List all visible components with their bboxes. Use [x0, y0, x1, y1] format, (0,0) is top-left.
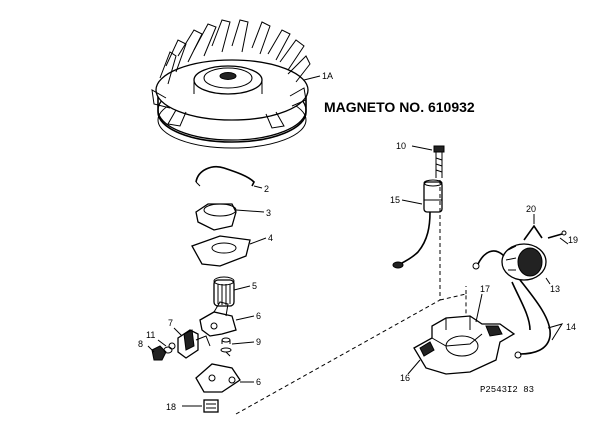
- armature-stator: [413, 315, 516, 375]
- felt-block: [203, 399, 219, 413]
- callout-14: 14: [566, 322, 576, 332]
- condenser: [392, 179, 443, 269]
- retainer-pin: [547, 230, 567, 239]
- callout-8: 8: [138, 339, 143, 349]
- callout-3: 3: [266, 208, 271, 218]
- ignition-coil: [472, 243, 551, 359]
- callout-4: 4: [268, 233, 273, 243]
- callout-6-lower: 6: [256, 377, 261, 387]
- callout-16: 16: [400, 373, 410, 383]
- callout-13: 13: [550, 284, 560, 294]
- drawing-code: P2543I2 83: [480, 385, 534, 395]
- callout-6-upper: 6: [256, 311, 261, 321]
- callout-7: 7: [168, 318, 173, 328]
- gasket-plate: [191, 235, 251, 267]
- point-set: [177, 329, 211, 359]
- wire-clip: [523, 224, 543, 241]
- breaker-arm: [199, 301, 237, 337]
- callout-18: 18: [166, 402, 176, 412]
- flywheel: [151, 19, 311, 149]
- small-nut-washer: [151, 342, 176, 361]
- mounting-screw: [433, 145, 445, 178]
- assembly-lines: [235, 180, 467, 415]
- cam-roller: [213, 276, 235, 307]
- callout-20: 20: [526, 204, 536, 214]
- callout-17: 17: [480, 284, 490, 294]
- magneto-title: MAGNETO NO. 610932: [324, 99, 475, 115]
- mounting-bracket: [195, 363, 241, 393]
- callout-2: 2: [264, 184, 269, 194]
- leader-lines: [147, 75, 569, 407]
- callout-11: 11: [146, 330, 155, 340]
- callout-5: 5: [252, 281, 257, 291]
- cover-cup: [195, 203, 237, 231]
- callout-10: 10: [396, 141, 406, 151]
- callout-19: 19: [568, 235, 578, 245]
- screw-washer: [220, 337, 232, 357]
- callout-1a: 1A: [322, 71, 333, 81]
- spring-clip: [195, 166, 255, 187]
- callout-15: 15: [390, 195, 400, 205]
- callout-9: 9: [256, 337, 261, 347]
